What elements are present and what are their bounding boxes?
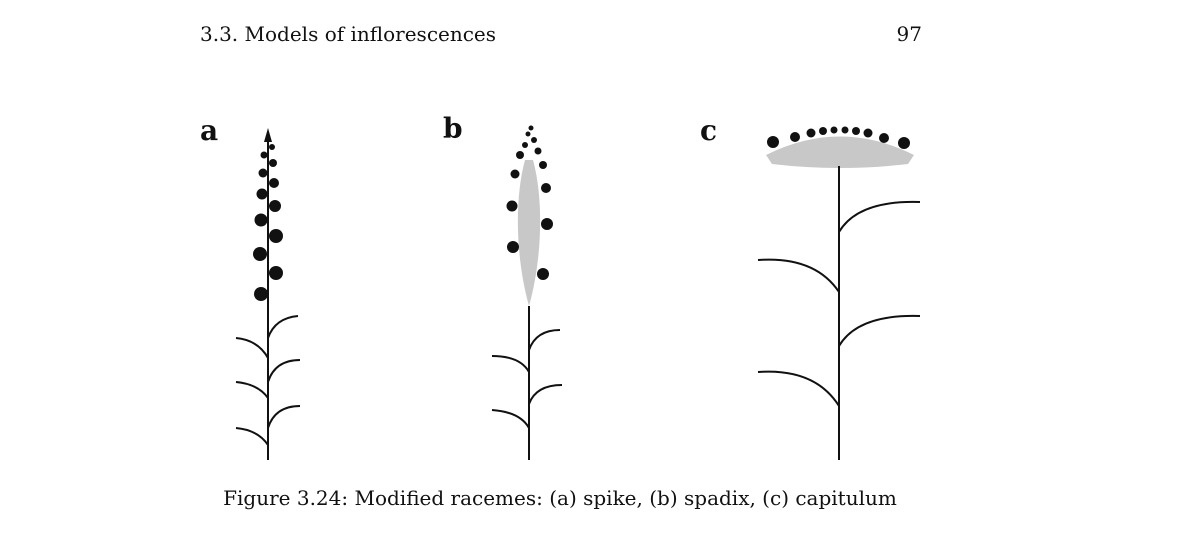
spadix-flowers [506, 125, 553, 280]
capitulum-illustration [757, 126, 921, 460]
spadix-leaf [491, 355, 530, 373]
spadix-illustration [491, 125, 563, 460]
spike-flowers [253, 144, 283, 301]
spike-leaf [267, 359, 301, 383]
spike-leaf [235, 337, 269, 359]
spike-illustration [235, 128, 301, 460]
spike-leaf [267, 405, 301, 429]
page-number: 97 [896, 22, 922, 46]
panel-label-c: c [700, 114, 718, 147]
spike-leaf [267, 315, 299, 339]
capitulum-leaf [838, 200, 921, 233]
spadix-leaf [528, 384, 563, 405]
capitulum-leaf [757, 258, 840, 293]
section-title: 3.3. Models of inflorescences [200, 22, 497, 46]
running-header: 3.3. Models of inflorescences 97 [200, 22, 922, 52]
capitulum-leaf [838, 314, 921, 347]
spike-leaf [235, 427, 269, 446]
spadix-axis [517, 160, 541, 306]
panel-label-a: a [200, 114, 219, 147]
spadix-leaf [491, 409, 530, 429]
spadix-leaf [528, 329, 561, 351]
panel-label-b: b [443, 112, 463, 145]
capitulum-flowers [767, 126, 910, 149]
spike-leaf [235, 381, 269, 399]
capitulum-receptacle [766, 136, 914, 168]
capitulum-leaf [757, 370, 840, 407]
figure-caption: Figure 3.24: Modified racemes: (a) spike… [223, 486, 897, 510]
spike-apex [264, 128, 272, 142]
